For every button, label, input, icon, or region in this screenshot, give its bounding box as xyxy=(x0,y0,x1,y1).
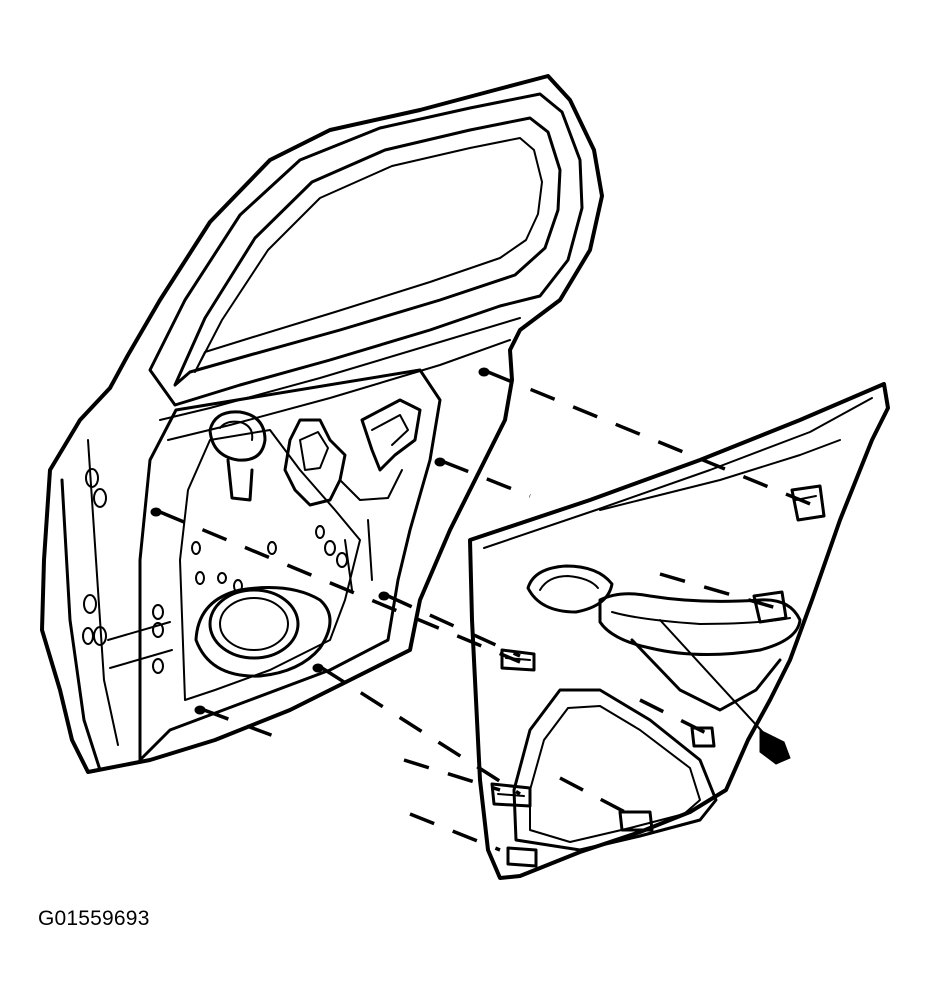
alignment-line-6 xyxy=(203,708,291,744)
speaker-opening xyxy=(194,586,332,678)
alignment-line-5 xyxy=(321,666,521,796)
inner-panel-frame xyxy=(138,368,442,762)
window-glass-edge xyxy=(194,137,543,373)
door-holes xyxy=(82,468,348,674)
alignment-lines xyxy=(159,370,821,852)
trim-panel-inner-edge xyxy=(483,397,873,549)
armrest-contour xyxy=(630,638,782,712)
door-shell xyxy=(40,74,604,774)
door-hinge-edge-inner xyxy=(87,439,119,746)
alignment-line-9 xyxy=(659,572,791,614)
alignment-line-2 xyxy=(443,460,531,498)
inner-panel-opening xyxy=(179,429,361,701)
latch-mechanism xyxy=(208,398,422,591)
trim-panel-armrest-top xyxy=(599,439,841,511)
window-frame-outer xyxy=(148,92,584,407)
alignment-line-4 xyxy=(387,594,521,658)
pull-handle xyxy=(526,564,802,657)
alignment-line-8 xyxy=(559,776,641,822)
alignment-line-7 xyxy=(409,812,501,852)
alignment-line-3 xyxy=(159,510,521,664)
trim-speaker-grille xyxy=(512,688,718,852)
window-belt-line xyxy=(159,317,521,421)
trim-panel-outline xyxy=(468,382,890,880)
window-frame-inner xyxy=(173,116,562,387)
door-trim-panel xyxy=(468,382,890,880)
door-outer-edge xyxy=(40,74,604,774)
door-mounting-points xyxy=(150,367,490,715)
figure-id-label: G01559693 xyxy=(38,907,150,930)
alignment-line-1 xyxy=(487,370,821,510)
alignment-line-10 xyxy=(639,698,721,742)
trim-screw xyxy=(659,619,791,765)
door-hinge-edge xyxy=(60,478,102,772)
trim-clips xyxy=(490,484,826,868)
alignment-line-11 xyxy=(403,758,501,792)
